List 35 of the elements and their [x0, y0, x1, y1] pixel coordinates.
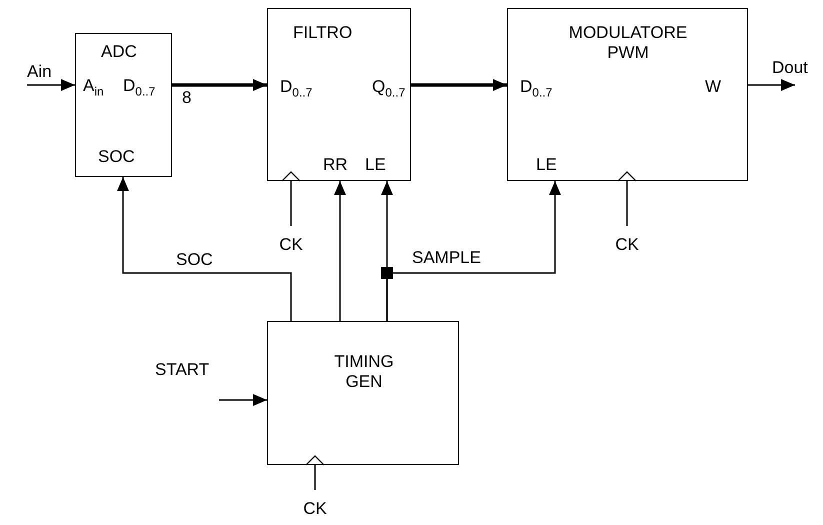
signal-arrow [386, 181, 561, 321]
port-label: LE [365, 155, 386, 175]
signal-label: START [155, 360, 210, 380]
timing-generator-block [267, 321, 459, 465]
signal-arrow [748, 79, 795, 91]
block-title: FILTRO [293, 23, 352, 43]
signal-arrow [27, 79, 75, 91]
clock-arrow [305, 455, 325, 490]
signal-arrow [411, 79, 507, 91]
port-label: D$_{0..7}$ [280, 77, 312, 102]
signal-arrow [172, 79, 267, 91]
port-label: Q$_{0..7}$ [372, 77, 406, 102]
block-title: ADC [101, 42, 137, 62]
port-label: SOC [98, 147, 135, 167]
clock-arrow [617, 171, 637, 226]
signal-arrow [334, 181, 346, 321]
clock-arrow [281, 171, 301, 226]
filter-block [267, 8, 411, 181]
port-label: A$_{in}$ [83, 76, 104, 100]
block-title: MODULATORE PWM [568, 23, 688, 63]
port-label: RR [323, 155, 348, 175]
port-label: W [705, 77, 722, 97]
signal-label: Ain [27, 62, 52, 82]
signal-label: CK [614, 235, 640, 255]
adc-block [75, 33, 172, 177]
signal-label: Dout [772, 58, 808, 78]
signal-arrow [219, 394, 267, 406]
signal-label: CK [302, 499, 328, 519]
signal-arrow [117, 177, 292, 321]
port-label: D$_{0..7}$ [520, 77, 552, 102]
modulator-block [507, 8, 748, 181]
block-title: TIMING GEN [333, 352, 395, 392]
port-label: D$_{0..7}$ [123, 76, 156, 100]
port-label: LE [536, 155, 557, 175]
signal-label: CK [278, 235, 304, 255]
